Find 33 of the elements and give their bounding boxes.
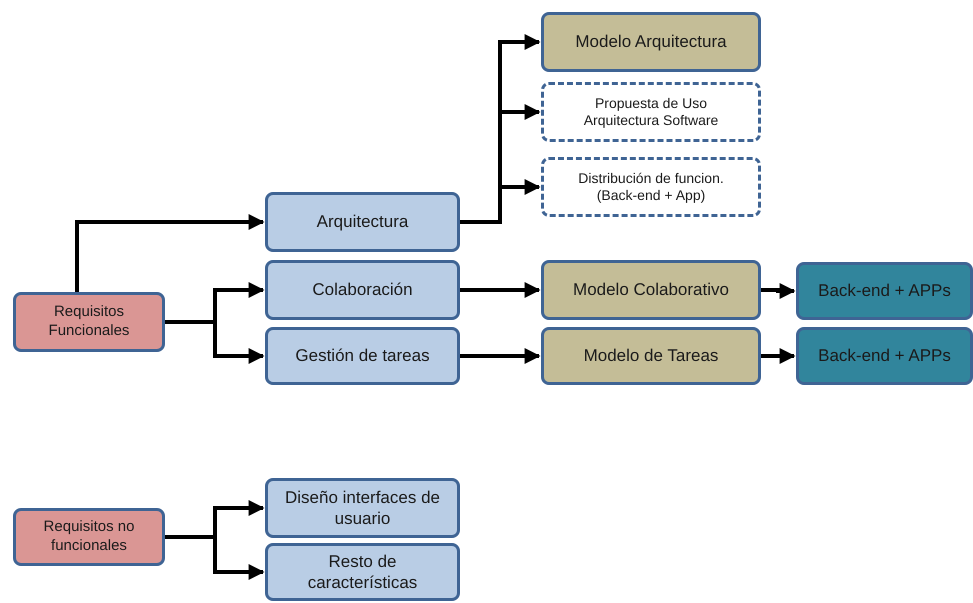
box-label: Propuesta de Uso Arquitectura Software: [582, 94, 720, 130]
requirement-box: [13, 292, 165, 352]
arrow: [761, 283, 796, 299]
model-box: [541, 260, 761, 320]
arrow: [75, 214, 265, 292]
model-box: [541, 12, 761, 72]
box-label: Diseño interfaces de usuario: [284, 486, 441, 530]
process-box: [265, 192, 460, 252]
box-label: Arquitectura: [316, 211, 408, 233]
dashed-box: [541, 82, 761, 142]
box-label: Resto de características: [306, 550, 418, 594]
box-label: Modelo Colaborativo: [573, 279, 729, 301]
arrow: [761, 348, 796, 364]
box-label: Distribución de funcion. (Back-end + App): [577, 170, 725, 204]
box-label: Back-end + APPs: [818, 280, 951, 302]
process-box: [265, 478, 460, 538]
app-box: [796, 262, 973, 320]
box-label: Requisitos Funcionales: [48, 303, 130, 341]
model-box: [541, 327, 761, 385]
box-label: Colaboración: [312, 279, 413, 301]
box-label: Modelo Arquitectura: [575, 31, 727, 53]
box-label: Requisitos no funcionales: [42, 518, 136, 556]
box-label: Modelo de Tareas: [584, 345, 718, 367]
requirement-box: [13, 508, 165, 566]
process-box: [265, 260, 460, 320]
arrow: [460, 348, 541, 364]
box-label: Gestión de tareas: [295, 345, 430, 367]
box-label: Back-end + APPs: [818, 345, 951, 367]
process-box: [265, 543, 460, 601]
arrow: [460, 282, 541, 298]
app-box: [796, 327, 973, 385]
dashed-box: [541, 157, 761, 217]
process-box: [265, 327, 460, 385]
